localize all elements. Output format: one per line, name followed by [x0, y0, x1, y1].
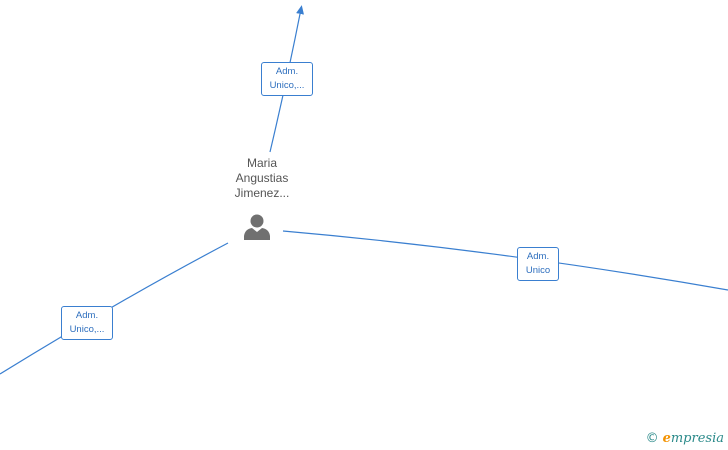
person-name-line-3: Jimenez... — [234, 186, 290, 200]
edge-label-left[interactable]: Adm. Unico,... — [61, 306, 113, 340]
edge-label-top-line-1: Adm. — [275, 66, 299, 77]
brand-initial: e — [662, 431, 671, 446]
edge-label-top[interactable]: Adm. Unico,... — [261, 62, 313, 96]
person-name-line-2: Angustias — [235, 171, 289, 185]
edge-left[interactable] — [0, 242, 229, 375]
edge-label-top-line-2: Unico,... — [269, 80, 305, 91]
brand-name: mpresia — [670, 431, 724, 446]
edge-label-left-line-1: Adm. — [75, 310, 99, 321]
copyright-icon: © — [645, 431, 659, 446]
edge-label-right[interactable]: Adm. Unico — [517, 247, 559, 281]
edge-label-left-line-2: Unico,... — [69, 324, 105, 335]
edge-label-right-line-2: Unico — [525, 265, 551, 276]
brand-logo[interactable]: ©empresia — [646, 431, 724, 446]
edge-label-right-line-1: Adm. — [526, 251, 550, 262]
person-icon[interactable] — [242, 212, 272, 242]
person-name-line-1: Maria — [246, 156, 277, 170]
person-name[interactable]: Maria Angustias Jimenez... — [212, 156, 312, 201]
edge-right[interactable] — [282, 230, 728, 291]
